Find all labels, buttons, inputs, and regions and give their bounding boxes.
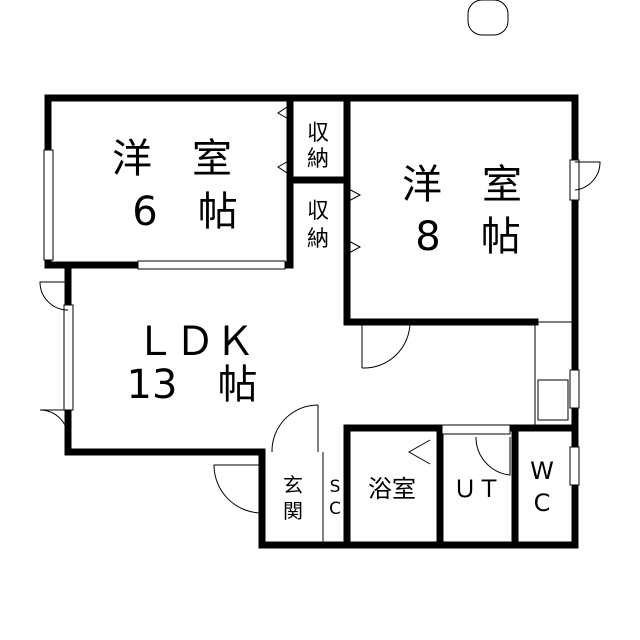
room-ldk-size: 13 帖 — [127, 362, 258, 408]
entrance-label-2: 関 — [283, 499, 303, 523]
room-utility-name: ＵＴ — [453, 475, 501, 503]
closet1-label-1: 収 — [307, 121, 329, 146]
shoe-closet-label-2: C — [329, 499, 341, 519]
room-western6-size: 6 帖 — [132, 189, 237, 235]
openings — [39, 0, 601, 514]
room-western6-name: 洋 室 — [112, 136, 232, 182]
room-western8-name: 洋 室 — [402, 162, 522, 208]
shoe-closet-label-1: S — [330, 477, 341, 497]
room-western8-size: 8 帖 — [415, 214, 520, 260]
closet2-label-1: 収 — [307, 199, 329, 224]
entrance-label-1: 玄 — [283, 473, 303, 497]
closet1-label-2: 納 — [307, 147, 329, 172]
closet2-label-2: 納 — [307, 227, 329, 252]
toilet-label-1: W — [530, 457, 554, 485]
room-bath-name: 浴室 — [368, 475, 416, 503]
toilet-label-2: C — [534, 489, 551, 517]
room-ldk-name: ＬＤＫ — [135, 319, 255, 365]
